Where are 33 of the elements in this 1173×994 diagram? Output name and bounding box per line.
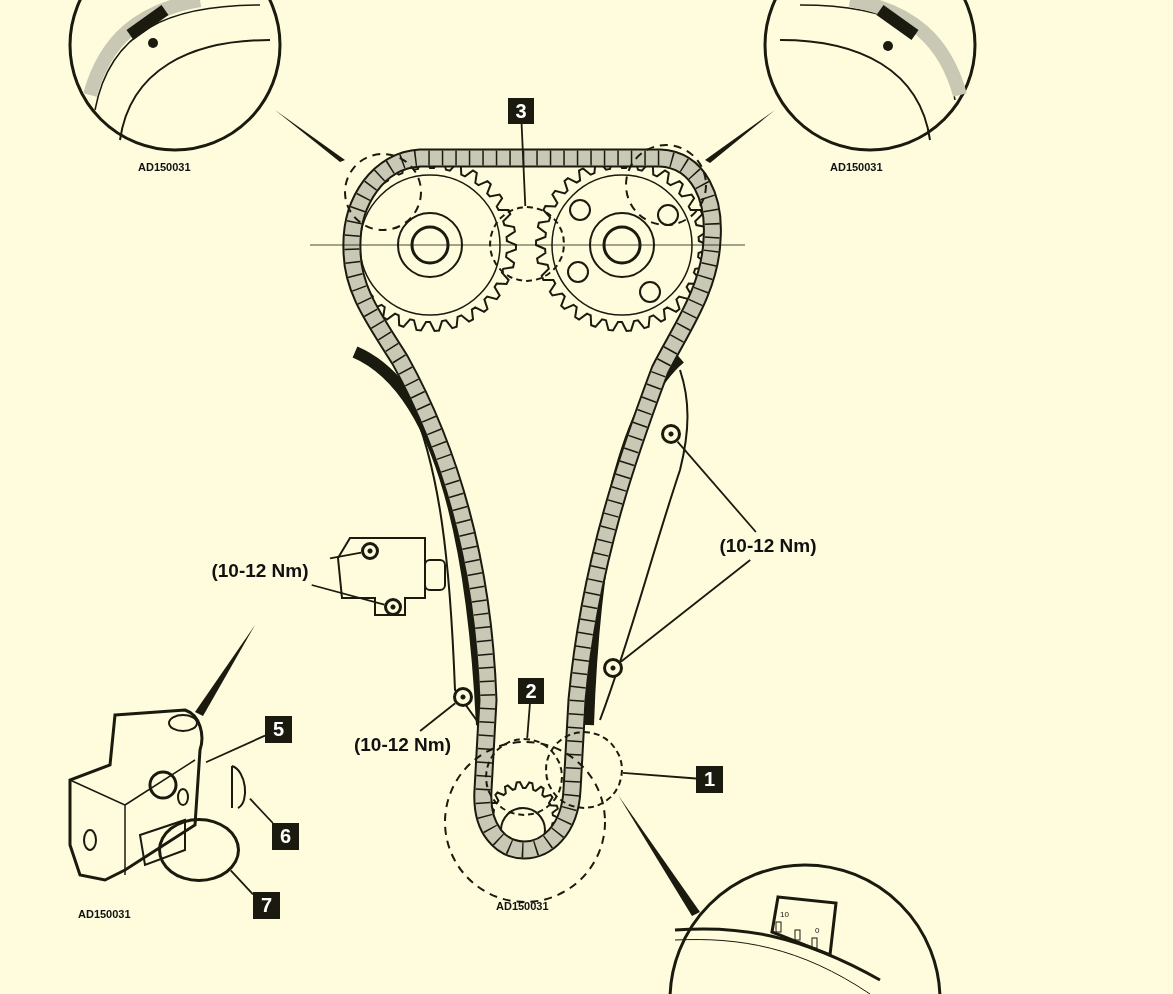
reference-code: AD150031 (78, 908, 131, 920)
torque-label: (10-12 Nm) (703, 532, 833, 560)
callout-number: 1 (696, 766, 723, 793)
callout-number: 7 (253, 892, 280, 919)
bolt (603, 658, 623, 678)
leader-line (526, 703, 531, 739)
leader-line (310, 584, 386, 606)
torque-label: (10-12 Nm) (190, 557, 330, 585)
callout-number: 6 (272, 823, 299, 850)
callout-number: 5 (265, 716, 292, 743)
detail-circle (485, 738, 563, 816)
leader-line (229, 869, 254, 896)
leader-line (676, 440, 757, 533)
leader-line (520, 123, 527, 207)
bolt (453, 687, 473, 707)
leader-line (419, 702, 457, 732)
leader-line (249, 797, 274, 824)
scale-number: 10 (780, 910, 789, 919)
scale-number: 0 (815, 926, 820, 935)
leader-line (622, 772, 697, 780)
reference-code: AD150031 (830, 161, 883, 173)
leader-line (620, 559, 752, 663)
callout-number: 3 (508, 98, 534, 124)
retaining-pin-ring (158, 818, 240, 882)
detail-circle (489, 206, 565, 282)
leader-line (205, 734, 266, 764)
reference-code: AD150031 (496, 900, 549, 912)
reference-code: AD150031 (138, 161, 191, 173)
torque-label: (10-12 Nm) (340, 731, 465, 759)
callout-number: 2 (518, 678, 544, 704)
detail-circle (545, 731, 623, 809)
leader-line (329, 551, 362, 560)
bolt (661, 424, 681, 444)
